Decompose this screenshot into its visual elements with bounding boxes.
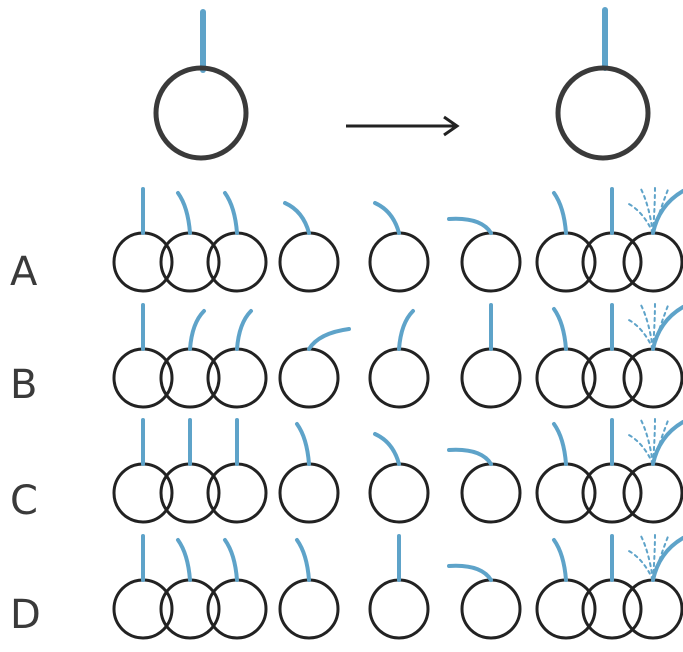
ring-icon	[206, 578, 268, 640]
stem-flat-right	[307, 327, 351, 351]
spray-droplets	[640, 535, 654, 581]
stem-bent-left	[223, 538, 239, 582]
stem-flat-left	[447, 447, 493, 466]
header-right-icon	[555, 7, 651, 161]
ring-icon	[368, 462, 430, 524]
spray-stem	[651, 189, 683, 235]
ring-icon	[159, 462, 221, 524]
ring-icon	[112, 578, 174, 640]
ring-icon	[460, 462, 522, 524]
ring-icon	[622, 578, 683, 640]
spray-icon	[626, 531, 683, 582]
header-left-icon	[153, 9, 249, 161]
spray-droplets	[652, 186, 670, 234]
ring-icon	[159, 347, 221, 409]
ring-icon	[112, 347, 174, 409]
ring-icon	[535, 462, 597, 524]
ring-icon	[112, 462, 174, 524]
arrow-icon	[346, 115, 460, 137]
spray-droplets	[652, 184, 656, 234]
ring-icon	[206, 347, 268, 409]
ring-icon	[206, 462, 268, 524]
stem-bent-left-more	[373, 432, 401, 466]
row-label-b: B	[10, 362, 37, 408]
stem-bent-left	[295, 422, 311, 466]
spray-icon	[626, 300, 683, 351]
row-label-d: D	[10, 592, 41, 638]
sequence-rows	[112, 184, 683, 640]
spray-droplets	[626, 318, 654, 350]
stem-bent-left-more	[373, 201, 401, 235]
spray-stem	[651, 420, 683, 466]
stem-bent-right	[188, 309, 206, 351]
ring-icon	[278, 347, 340, 409]
sequence-row-b	[112, 300, 683, 409]
spray-stem	[651, 536, 683, 582]
row-label-a: A	[10, 249, 38, 295]
ring-icon	[159, 231, 221, 293]
stem-bent-left	[552, 422, 568, 466]
spray-droplets	[652, 302, 670, 350]
ring-icon	[368, 578, 430, 640]
stem-bent-left	[295, 538, 311, 582]
stem-bent-left	[552, 538, 568, 582]
stem-bent-right	[235, 309, 253, 351]
sequence-row-c	[112, 415, 683, 524]
ring-icon	[368, 347, 430, 409]
stem-bent-left	[552, 191, 568, 235]
ring-icon	[368, 231, 430, 293]
spray-icon	[626, 184, 683, 235]
stem-flat-left	[447, 216, 493, 235]
spray-droplets	[626, 202, 654, 234]
ring-icon	[622, 347, 683, 409]
ring-icon	[622, 462, 683, 524]
spray-droplets	[652, 300, 656, 350]
spray-droplets	[652, 531, 656, 581]
spray-droplets	[626, 433, 654, 465]
ring-icon	[206, 231, 268, 293]
spray-droplets	[640, 304, 654, 350]
ring-icon	[535, 347, 597, 409]
ring-icon	[278, 231, 340, 293]
stem-bent-left	[223, 191, 239, 235]
ring-icon	[460, 578, 522, 640]
stem-bent-left	[552, 307, 568, 351]
stem-bent-left-more	[283, 201, 311, 235]
ring-icon	[159, 578, 221, 640]
spray-droplets	[640, 419, 654, 465]
header-right-circle	[555, 65, 651, 161]
stem-bent-left	[176, 191, 192, 235]
spray-icon	[626, 415, 683, 466]
row-label-c: C	[10, 478, 38, 524]
sequence-row-a	[112, 184, 683, 293]
ring-icon	[535, 578, 597, 640]
stem-flat-left	[447, 563, 493, 582]
arrow-head	[443, 115, 460, 137]
spray-droplets	[652, 417, 670, 465]
header-left-circle	[153, 65, 249, 161]
spray-stem	[651, 305, 683, 351]
ring-icon	[112, 231, 174, 293]
ring-icon	[460, 347, 522, 409]
spray-droplets	[626, 549, 654, 581]
stem-bent-right	[397, 309, 415, 351]
ring-icon	[622, 231, 683, 293]
sequence-row-d	[112, 531, 683, 640]
ring-icon	[535, 231, 597, 293]
ring-icon	[278, 578, 340, 640]
spray-droplets	[640, 188, 654, 234]
ring-icon	[278, 462, 340, 524]
spray-droplets	[652, 415, 656, 465]
spray-droplets	[652, 533, 670, 581]
stem-bent-left	[176, 538, 192, 582]
ring-icon	[460, 231, 522, 293]
